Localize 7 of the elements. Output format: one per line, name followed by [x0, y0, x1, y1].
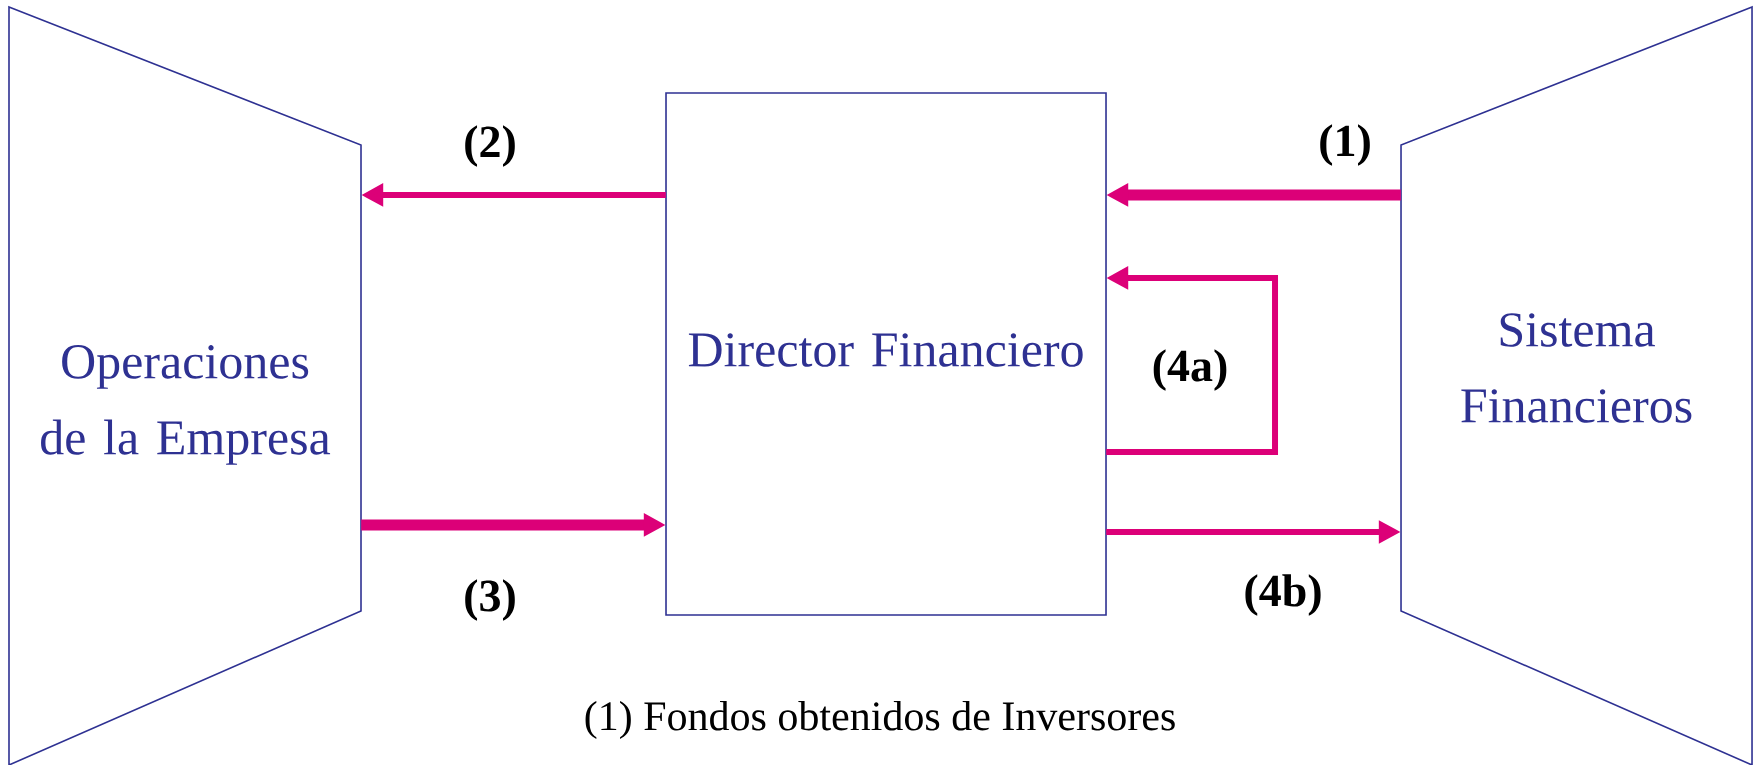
edge-label: (4b): [1245, 574, 1321, 616]
edge-label: (2): [465, 125, 515, 167]
edge-label: (4a): [1153, 349, 1227, 391]
note-text: (1) Fondos obtenidos de Inversores: [585, 700, 1175, 740]
edge-label: (1): [1320, 124, 1370, 166]
edge-label: (3): [465, 579, 515, 621]
process-box: Director Financiero: [665, 92, 1107, 616]
